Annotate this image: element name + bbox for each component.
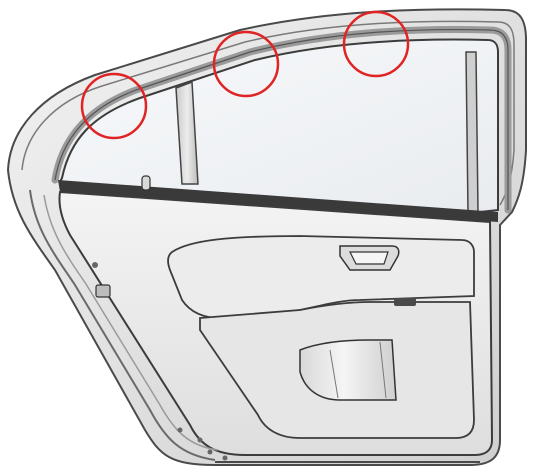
frame-bolt: [222, 455, 228, 461]
highlight-middle-seal: [212, 30, 280, 98]
door-edge-trim: [29, 189, 216, 461]
window-glass: [58, 38, 499, 214]
highlight-group: [80, 10, 410, 140]
frame-bolt: [197, 437, 203, 443]
door-latch: [95, 284, 111, 298]
highlight-front-seal: [80, 72, 148, 140]
frame-bolt: [177, 427, 183, 433]
door-check-point: [92, 262, 98, 268]
armrest-crease-2: [379, 341, 387, 399]
armrest-crease: [329, 349, 339, 399]
door-frame-inner-line: [21, 20, 515, 206]
frame-bolts: [177, 427, 228, 461]
frame-bolt: [207, 449, 213, 455]
armrest-grab: [299, 339, 397, 401]
window-belt-line: [58, 180, 498, 222]
rear-window-channel: [465, 51, 479, 213]
door-edge-trim-inner: [43, 194, 219, 451]
highlight-rear-seal: [342, 10, 410, 78]
window-divider-pillar: [175, 80, 199, 185]
window-switch: [394, 298, 416, 306]
lock-knob: [141, 175, 151, 191]
door-handle: [349, 251, 389, 265]
window-seal-strip-edge: [54, 28, 509, 210]
